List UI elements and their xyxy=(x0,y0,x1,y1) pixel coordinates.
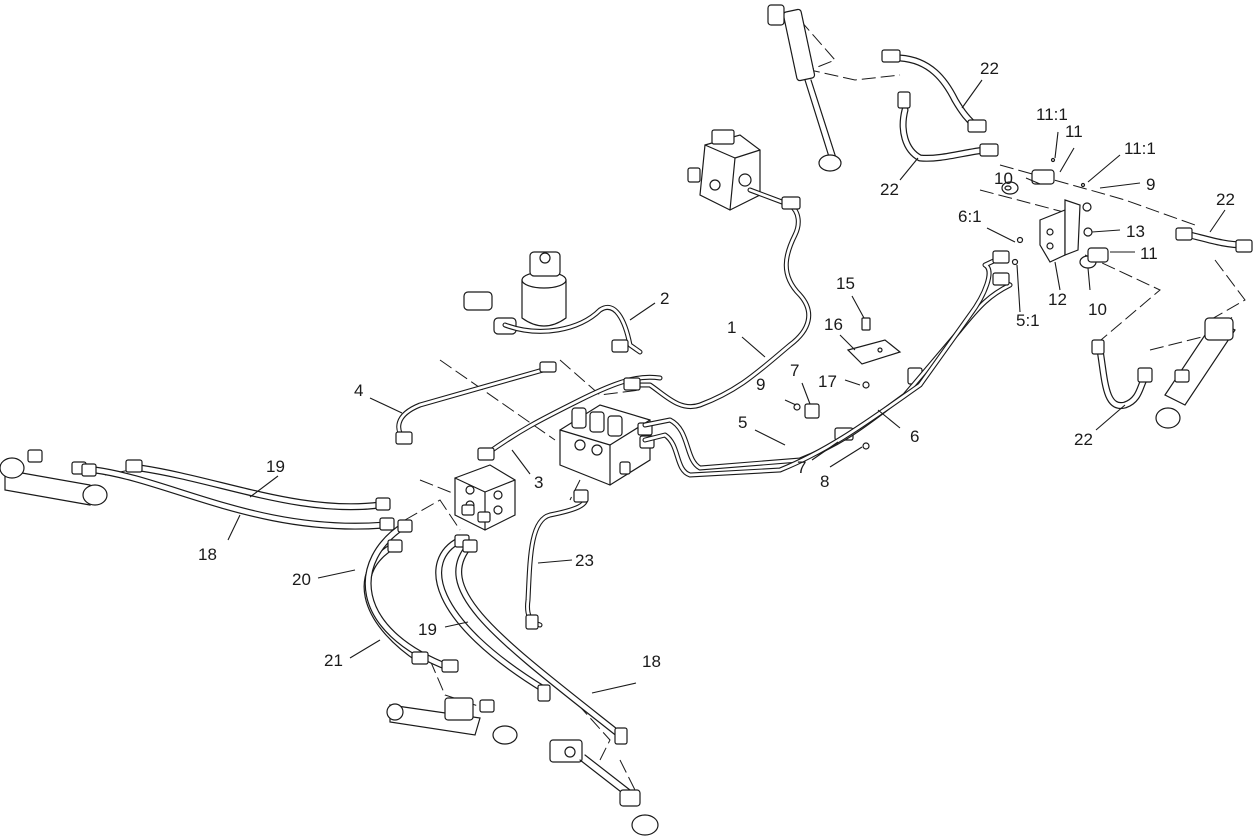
callout-21: 21 xyxy=(324,651,343,670)
callout-9-left: 9 xyxy=(756,375,765,394)
callout-numbers: 1 2 3 4 5 5:1 6 6:1 7 7 8 9 9 10 10 11 1… xyxy=(198,59,1235,671)
callout-2: 2 xyxy=(660,289,669,308)
hoses xyxy=(81,49,1253,745)
hydraulic-cylinder-bottom-center xyxy=(549,739,659,836)
callout-18-left: 18 xyxy=(198,545,217,564)
callout-8: 8 xyxy=(820,472,829,491)
callout-22-left: 22 xyxy=(880,180,899,199)
callout-5-1: 5:1 xyxy=(1016,311,1040,330)
hydraulic-filter xyxy=(463,251,567,335)
callout-11-lower: 11 xyxy=(1140,244,1158,263)
callout-16: 16 xyxy=(824,315,843,334)
callout-7-upper: 7 xyxy=(790,361,799,380)
callout-10-lower: 10 xyxy=(1088,300,1107,319)
callout-12: 12 xyxy=(1048,290,1067,309)
callout-19-bottom: 19 xyxy=(418,620,437,639)
leader-lines xyxy=(227,79,1226,694)
control-valve-center xyxy=(559,404,655,486)
mounting-plate xyxy=(846,339,902,365)
callout-5: 5 xyxy=(738,413,747,432)
fittings-hardware xyxy=(793,157,1109,450)
callout-6: 6 xyxy=(910,427,919,446)
callout-22-bottom: 22 xyxy=(1074,430,1093,449)
callout-6-1: 6:1 xyxy=(958,207,982,226)
callout-13: 13 xyxy=(1126,222,1145,241)
hydraulic-cylinder-bottom-left xyxy=(386,697,518,745)
callout-19-left: 19 xyxy=(266,457,285,476)
callout-11-1-right: 11:1 xyxy=(1124,139,1156,158)
callout-9-right: 9 xyxy=(1146,175,1155,194)
callout-10-upper: 10 xyxy=(994,169,1013,188)
callout-7-lower: 7 xyxy=(797,458,806,477)
callout-11-upper: 11 xyxy=(1065,122,1083,141)
callout-18-bottom: 18 xyxy=(642,652,661,671)
hydraulic-cylinder-right xyxy=(1155,317,1236,429)
callout-22-right: 22 xyxy=(1216,190,1235,209)
callout-17: 17 xyxy=(818,372,837,391)
callout-22-top: 22 xyxy=(980,59,999,78)
manifold-block-left xyxy=(454,464,516,531)
steering-valve xyxy=(687,129,761,211)
mounting-bracket xyxy=(1039,199,1081,263)
callout-23: 23 xyxy=(575,551,594,570)
callout-20: 20 xyxy=(292,570,311,589)
hydraulic-cylinder-top-right xyxy=(767,4,842,172)
callout-15: 15 xyxy=(836,274,855,293)
callout-11-1-left: 11:1 xyxy=(1036,105,1068,124)
callout-3: 3 xyxy=(534,473,543,492)
hydraulic-cylinder-left xyxy=(0,449,108,506)
rigid-tubes xyxy=(395,187,1013,630)
callout-4: 4 xyxy=(354,381,363,400)
callout-1: 1 xyxy=(727,318,736,337)
